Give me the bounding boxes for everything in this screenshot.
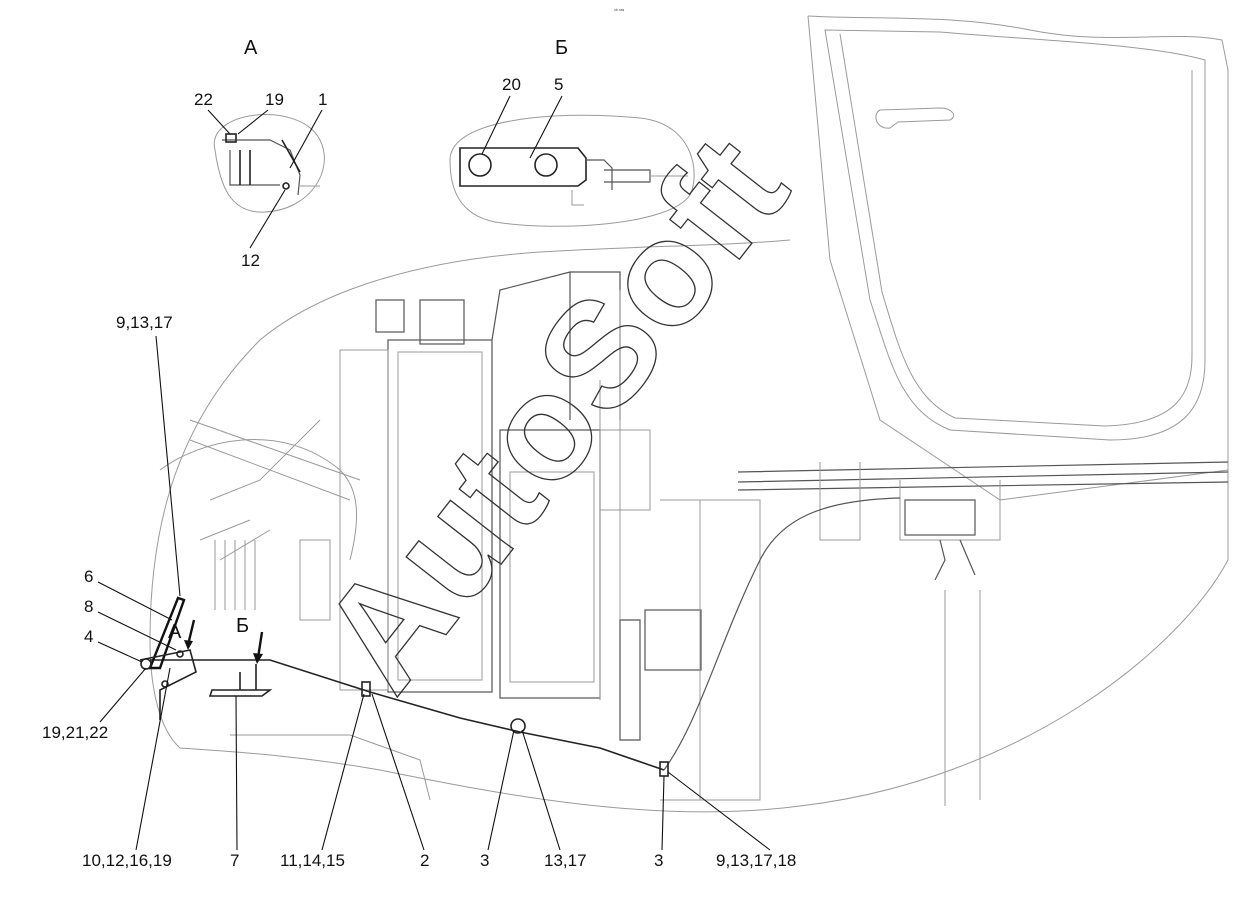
leader-12: [249, 189, 286, 249]
leader-1: [289, 109, 323, 169]
leader-6: [97, 581, 173, 621]
callout-13-17: 13,17: [544, 851, 587, 870]
view-a-title: А: [244, 37, 258, 59]
leader-9-13-17: [155, 335, 181, 597]
marker-a: А: [168, 621, 182, 643]
leader-3a: [487, 729, 515, 851]
leader-22: [207, 109, 231, 135]
callout-19: 19: [265, 90, 284, 109]
leader-5: [529, 95, 563, 159]
leader-19: [237, 109, 269, 135]
leader-11-14-15: [321, 693, 365, 851]
callout-22: 22: [194, 90, 213, 109]
leader-9-13-17-18: [667, 771, 771, 851]
callout-9-13-17: 9,13,17: [116, 313, 173, 332]
leader-3b: [661, 775, 665, 851]
callout-5: 5: [554, 75, 563, 94]
callout-19-21-22: 19,21,22: [42, 723, 108, 742]
callout-11-14-15: 11,14,15: [280, 851, 345, 870]
watermark: AutoSoft: [288, 105, 820, 720]
callout-10-12-16-19: 10,12,16,19: [82, 851, 172, 870]
callout-12: 12: [241, 251, 260, 270]
leader-4: [97, 641, 143, 663]
callout-4: 4: [84, 627, 93, 646]
callout-6: 6: [84, 567, 93, 586]
callout-20: 20: [502, 75, 521, 94]
leader-10-12-16-19: [135, 667, 171, 851]
detail-view-b: [449, 114, 695, 227]
marker-b: Б: [236, 615, 249, 637]
callout-1: 1: [318, 90, 327, 109]
leader-20: [481, 95, 511, 155]
callout-7: 7: [230, 851, 239, 870]
corner-mark: ᵒᵇ ˢˢˢ: [614, 8, 625, 14]
main-view: [139, 15, 1229, 813]
leader-7: [235, 695, 238, 851]
callout-9-13-17-18: 9,13,17,18: [716, 851, 796, 870]
leader-8: [97, 611, 177, 651]
leader-19-21-22: [99, 667, 147, 723]
callout-8: 8: [84, 597, 93, 616]
leader-2: [371, 693, 425, 851]
leader-13-17: [521, 729, 561, 851]
callout-2: 2: [420, 851, 429, 870]
detail-view-a: [213, 114, 325, 213]
marker-a-arrowhead: [184, 640, 193, 650]
marker-b-arrowhead: [253, 653, 263, 664]
callout-3a: 3: [480, 851, 489, 870]
view-b-title: Б: [555, 37, 568, 59]
callout-3b: 3: [654, 851, 663, 870]
